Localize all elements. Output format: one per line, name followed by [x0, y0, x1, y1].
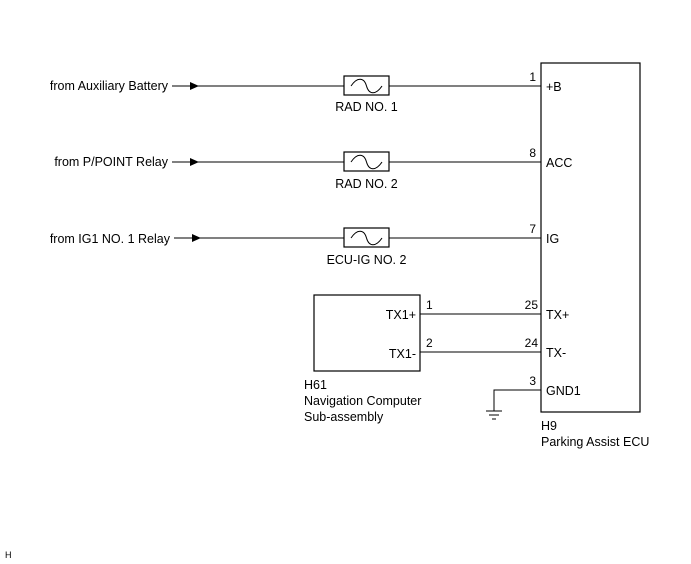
nav-name-line2: Sub-assembly	[304, 410, 384, 424]
fuse-label: ECU-IG NO. 2	[327, 253, 407, 267]
pin-number: 7	[529, 222, 536, 236]
nav-terminal-label: TX1-	[389, 347, 416, 361]
input-line-1: from Auxiliary Battery RAD NO. 1 1 +B	[50, 70, 562, 114]
pin-number: 2	[426, 336, 433, 350]
corner-mark: H	[5, 550, 12, 560]
ecu-name-label: Parking Assist ECU	[541, 435, 649, 449]
terminal-label: GND1	[546, 384, 581, 398]
pin-number: 3	[529, 374, 536, 388]
pin-number: 8	[529, 146, 536, 160]
tx-minus-wire: 2 24 TX-	[420, 336, 566, 360]
input-source-label: from IG1 NO. 1 Relay	[50, 232, 171, 246]
tx-plus-wire: 1 25 TX+	[420, 298, 569, 322]
pin-number: 1	[529, 70, 536, 84]
parking-assist-ecu-box	[540, 62, 641, 413]
terminal-label: IG	[546, 232, 559, 246]
ecu-connector-label: H9	[541, 419, 557, 433]
fuse-label: RAD NO. 2	[335, 177, 398, 191]
fuse-label: RAD NO. 1	[335, 100, 398, 114]
navigation-computer-box	[313, 294, 421, 372]
navigation-computer: TX1+ TX1- H61 Navigation Computer Sub-as…	[304, 294, 421, 424]
terminal-label: +B	[546, 80, 562, 94]
nav-name-line1: Navigation Computer	[304, 394, 421, 408]
terminal-label: ACC	[546, 156, 572, 170]
input-line-3: from IG1 NO. 1 Relay ECU-IG NO. 2 7 IG	[50, 222, 559, 267]
input-source-label: from P/POINT Relay	[54, 155, 168, 169]
ground-icon	[486, 410, 502, 420]
arrow-right-icon	[190, 82, 199, 90]
terminal-label: TX+	[546, 308, 569, 322]
pin-number: 24	[525, 336, 539, 350]
nav-connector-label: H61	[304, 378, 327, 392]
ground-wire: 3 GND1	[486, 374, 581, 420]
arrow-right-icon	[190, 158, 199, 166]
input-source-label: from Auxiliary Battery	[50, 79, 169, 93]
fuse-icon	[343, 75, 390, 96]
terminal-label: TX-	[546, 346, 566, 360]
pin-number: 1	[426, 298, 433, 312]
pin-number: 25	[525, 298, 539, 312]
input-line-2: from P/POINT Relay RAD NO. 2 8 ACC	[54, 146, 572, 191]
fuse-icon	[343, 227, 390, 248]
arrow-right-icon	[192, 234, 201, 242]
fuse-icon	[343, 151, 390, 172]
nav-terminal-label: TX1+	[386, 308, 416, 322]
